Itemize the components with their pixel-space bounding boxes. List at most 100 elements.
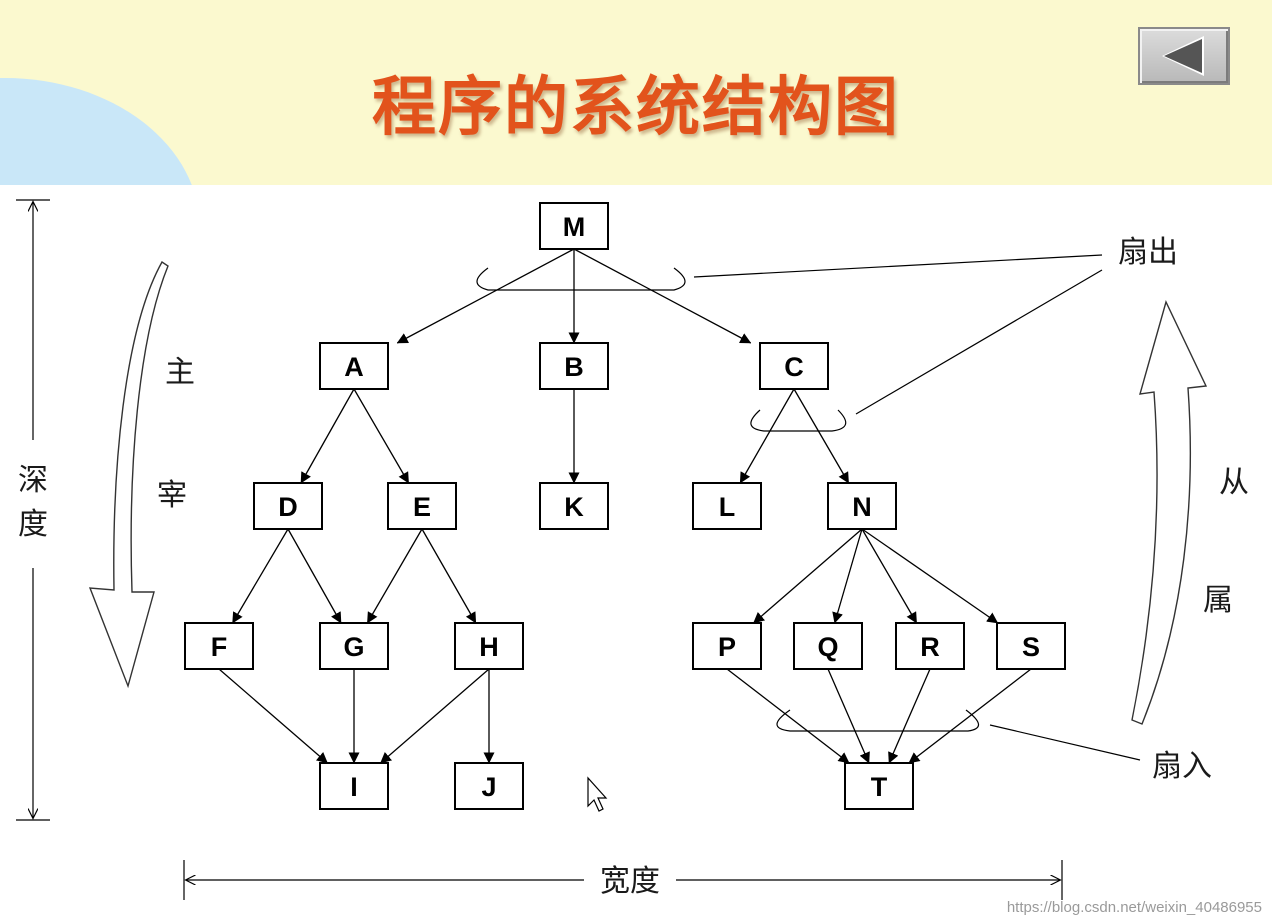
module-box: [844, 762, 914, 810]
module-box: [793, 622, 863, 670]
module-box: [539, 202, 609, 250]
module-node-c: C: [759, 342, 829, 390]
module-box: [319, 342, 389, 390]
edge-n-s: [861, 528, 999, 624]
module-label: I: [350, 772, 358, 802]
fan-in-callout-line: [989, 724, 1141, 761]
module-node-d: D: [253, 482, 323, 530]
module-label: C: [784, 352, 804, 382]
edge-a-e: [353, 388, 410, 484]
module-node-j: J: [454, 762, 524, 810]
module-box: [895, 622, 965, 670]
module-label: B: [564, 352, 584, 382]
module-node-b: B: [539, 342, 609, 390]
module-box: [253, 482, 323, 530]
module-node-r: R: [895, 622, 965, 670]
module-label: D: [278, 492, 298, 522]
dominate-label-1: 主: [165, 355, 195, 390]
subordinate-label-2: 属: [1203, 583, 1233, 618]
depth-label-2: 度: [18, 507, 48, 542]
module-node-a: A: [319, 342, 389, 390]
edge-a-d: [300, 388, 355, 484]
module-label: T: [871, 772, 888, 802]
module-node-i: I: [319, 762, 389, 810]
edge-e-g: [366, 528, 423, 624]
module-box: [387, 482, 457, 530]
module-box: [319, 622, 389, 670]
module-box: [454, 762, 524, 810]
module-box: [827, 482, 897, 530]
module-box: [759, 342, 829, 390]
module-node-f: F: [184, 622, 254, 670]
module-box: [539, 482, 609, 530]
module-label: E: [413, 492, 431, 522]
module-label: P: [718, 632, 736, 662]
dominate-label-2: 宰: [157, 478, 187, 513]
module-box: [692, 622, 762, 670]
module-label: J: [481, 772, 496, 802]
edge-m-c: [573, 248, 752, 344]
module-node-m: M: [539, 202, 609, 250]
module-label: H: [479, 632, 499, 662]
slide-title: 程序的系统结构图: [372, 71, 900, 145]
module-label: R: [920, 632, 940, 662]
edge-d-g: [287, 528, 342, 624]
edge-s-t: [908, 668, 1032, 764]
fan-in-label: 扇入: [1152, 749, 1212, 784]
subordinate-arrow: [1131, 300, 1208, 725]
slide-header: 程序的系统结构图: [0, 0, 1272, 185]
module-node-e: E: [387, 482, 457, 530]
back-button[interactable]: [1138, 27, 1230, 85]
module-label: A: [344, 352, 364, 382]
module-node-q: Q: [793, 622, 863, 670]
module-node-g: G: [319, 622, 389, 670]
module-label: Q: [817, 632, 838, 662]
fan-in-bracket: [776, 709, 980, 732]
module-node-p: P: [692, 622, 762, 670]
edge-m-a: [396, 248, 575, 344]
module-label: S: [1022, 632, 1040, 662]
dominate-arrow: [88, 260, 169, 689]
module-node-t: T: [844, 762, 914, 810]
fan-out-label: 扇出: [1118, 235, 1178, 270]
module-label: L: [719, 492, 736, 522]
edge-e-h: [421, 528, 477, 624]
edge-p-t: [726, 668, 850, 764]
module-box: [319, 762, 389, 810]
module-label: M: [563, 212, 586, 242]
module-node-k: K: [539, 482, 609, 530]
watermark: https://blog.csdn.net/weixin_40486955: [1007, 899, 1262, 916]
module-node-s: S: [996, 622, 1066, 670]
edge-c-l: [739, 388, 795, 484]
edge-f-i: [218, 668, 328, 764]
edge-q-t: [827, 668, 870, 764]
fan-out-callout-line: [693, 254, 1103, 278]
edge-n-q: [832, 528, 863, 624]
fan-out-bracket-c: [750, 409, 847, 432]
width-label: 宽度: [600, 864, 660, 899]
fan-out-bracket-top: [476, 267, 686, 291]
module-box: [184, 622, 254, 670]
subordinate-label-1: 从: [1219, 465, 1249, 500]
left-triangle-icon: [1162, 36, 1204, 76]
module-box: [454, 622, 524, 670]
module-label: K: [564, 492, 584, 522]
depth-label-1: 深: [18, 463, 48, 498]
edge-d-f: [232, 528, 289, 624]
mouse-pointer-icon: [587, 776, 608, 812]
module-node-n: N: [827, 482, 897, 530]
edge-n-p: [753, 528, 863, 624]
edge-h-i: [380, 668, 490, 764]
module-label: N: [852, 492, 872, 522]
nodes-layer: M A B C D E K L N F G H P Q R S I J T: [184, 202, 1066, 810]
edge-r-t: [888, 668, 931, 764]
module-box: [539, 342, 609, 390]
module-node-h: H: [454, 622, 524, 670]
width-dimension: [183, 860, 1063, 900]
edges-layer: [218, 248, 1032, 764]
module-label: G: [343, 632, 364, 662]
edge-n-r: [861, 528, 918, 624]
module-box: [996, 622, 1066, 670]
module-label: F: [211, 632, 228, 662]
